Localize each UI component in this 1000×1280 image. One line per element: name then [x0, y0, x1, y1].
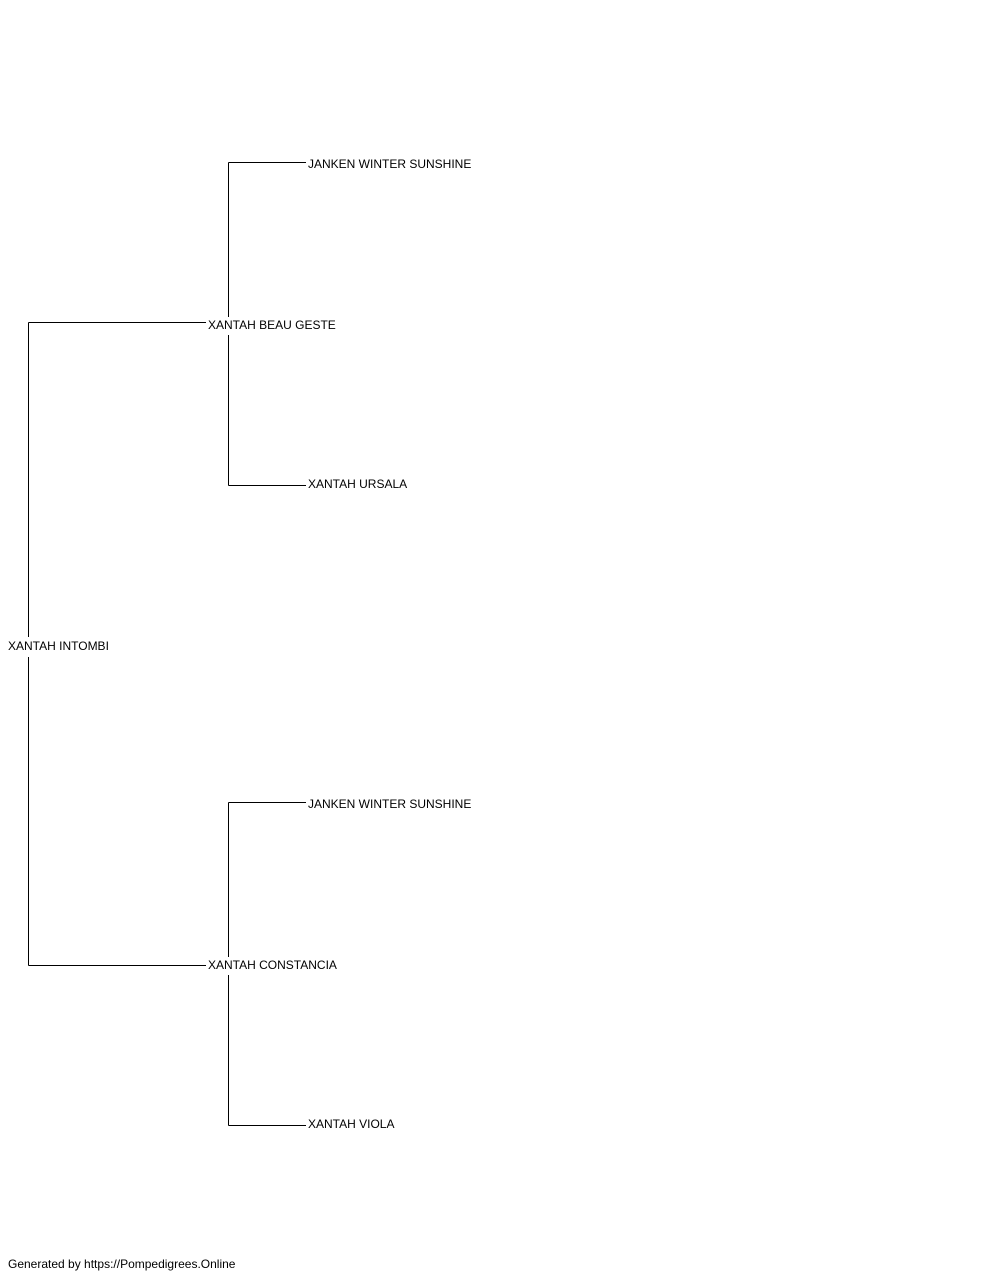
- dam-sire-name: JANKEN WINTER SUNSHINE: [308, 797, 473, 811]
- dam-dam-name: XANTAH VIOLA: [308, 1117, 396, 1131]
- dam-name: XANTAH CONSTANCIA: [208, 957, 338, 975]
- sire-sire-name: JANKEN WINTER SUNSHINE: [308, 157, 473, 171]
- sire-dam-name: XANTAH URSALA: [308, 477, 409, 491]
- subject-name: XANTAH INTOMBI: [8, 637, 110, 657]
- generated-by-footer: Generated by https://Pompedigrees.Online: [8, 1257, 236, 1271]
- sire-name: XANTAH BEAU GESTE: [208, 317, 337, 335]
